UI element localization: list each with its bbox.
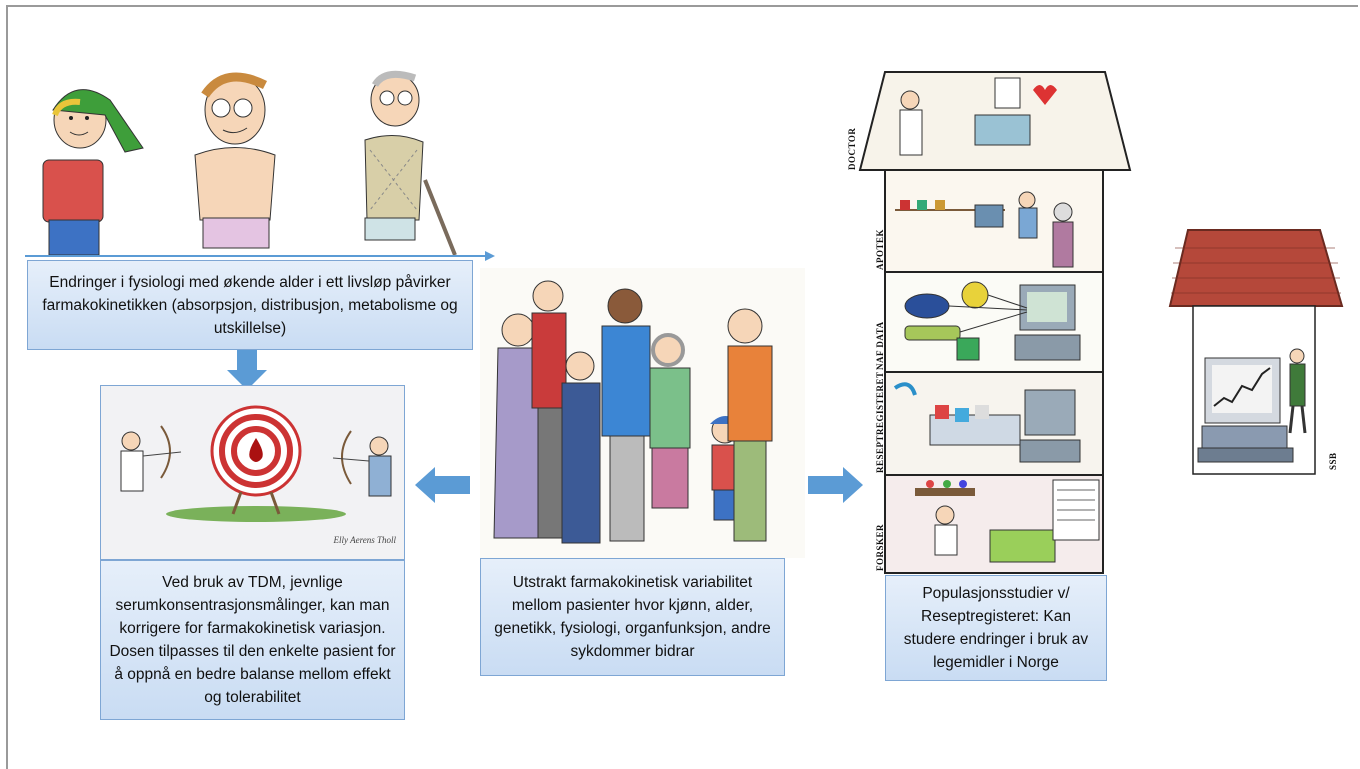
man-blue [601, 288, 651, 542]
man-red [531, 280, 567, 539]
tdm-text: Ved bruk av TDM, jevnlige serumkonsentra… [109, 574, 396, 706]
floor-label-naf: NAF DATA [875, 321, 885, 370]
ssb-house-drawing [1168, 229, 1344, 475]
elder-figure [364, 70, 457, 256]
population-box: Populasjonsstudier v/ Reseptregisteret: … [885, 575, 1107, 681]
man-orange [727, 308, 773, 542]
ages-illustration [25, 70, 495, 265]
population-illustration [480, 268, 805, 558]
adult-figure [194, 72, 276, 249]
child-figure [42, 89, 144, 256]
population-text: Populasjonsstudier v/ Reseptregisteret: … [903, 585, 1089, 671]
doctor-archer-left [120, 425, 182, 492]
tdm-box: Ved bruk av TDM, jevnlige serumkonsentra… [100, 560, 405, 720]
ages-drawing [42, 70, 457, 256]
physiology-box: Endringer i fysiologi med økende alder i… [27, 260, 473, 350]
right-arrow [808, 467, 863, 503]
population-drawing [493, 280, 773, 544]
floor-label-resept: RESEPTREGISTERET [875, 371, 885, 473]
target-icon [210, 405, 302, 515]
floor-label-apotek: APOTEK [875, 228, 885, 270]
signature: Elly Aerens Tholl [333, 535, 397, 545]
floor-label-doctor: DOCTOR [847, 127, 857, 170]
timeline-arrow [25, 251, 495, 261]
doctor-scene [899, 77, 1057, 156]
woman-purple [493, 313, 543, 539]
ssb-label: SSB [1328, 452, 1338, 470]
variability-text: Utstrakt farmakokinetisk variabilitet me… [494, 574, 771, 660]
analyst-figure [1288, 348, 1307, 434]
tdm-illustration: Elly Aerens Tholl [100, 385, 405, 560]
variability-box: Utstrakt farmakokinetisk variabilitet me… [480, 558, 785, 676]
slide-frame [6, 5, 1358, 769]
woman-green [649, 333, 691, 509]
man-suit [561, 351, 601, 544]
building: DOCTOR APOTEK NAF DATA RESEPTREGISTERET … [847, 70, 1135, 575]
physiology-text: Endringer i fysiologi med økende alder i… [42, 273, 458, 337]
down-arrow [227, 350, 267, 390]
tdm-drawing [120, 405, 392, 522]
building-drawing [858, 71, 1132, 574]
left-arrow [415, 467, 470, 503]
floor-label-forsker: FORSKER [875, 523, 885, 571]
doctor-archer-right [332, 430, 392, 497]
ssb-house: SSB [1168, 228, 1350, 478]
computer-chart-icon [1197, 357, 1294, 463]
